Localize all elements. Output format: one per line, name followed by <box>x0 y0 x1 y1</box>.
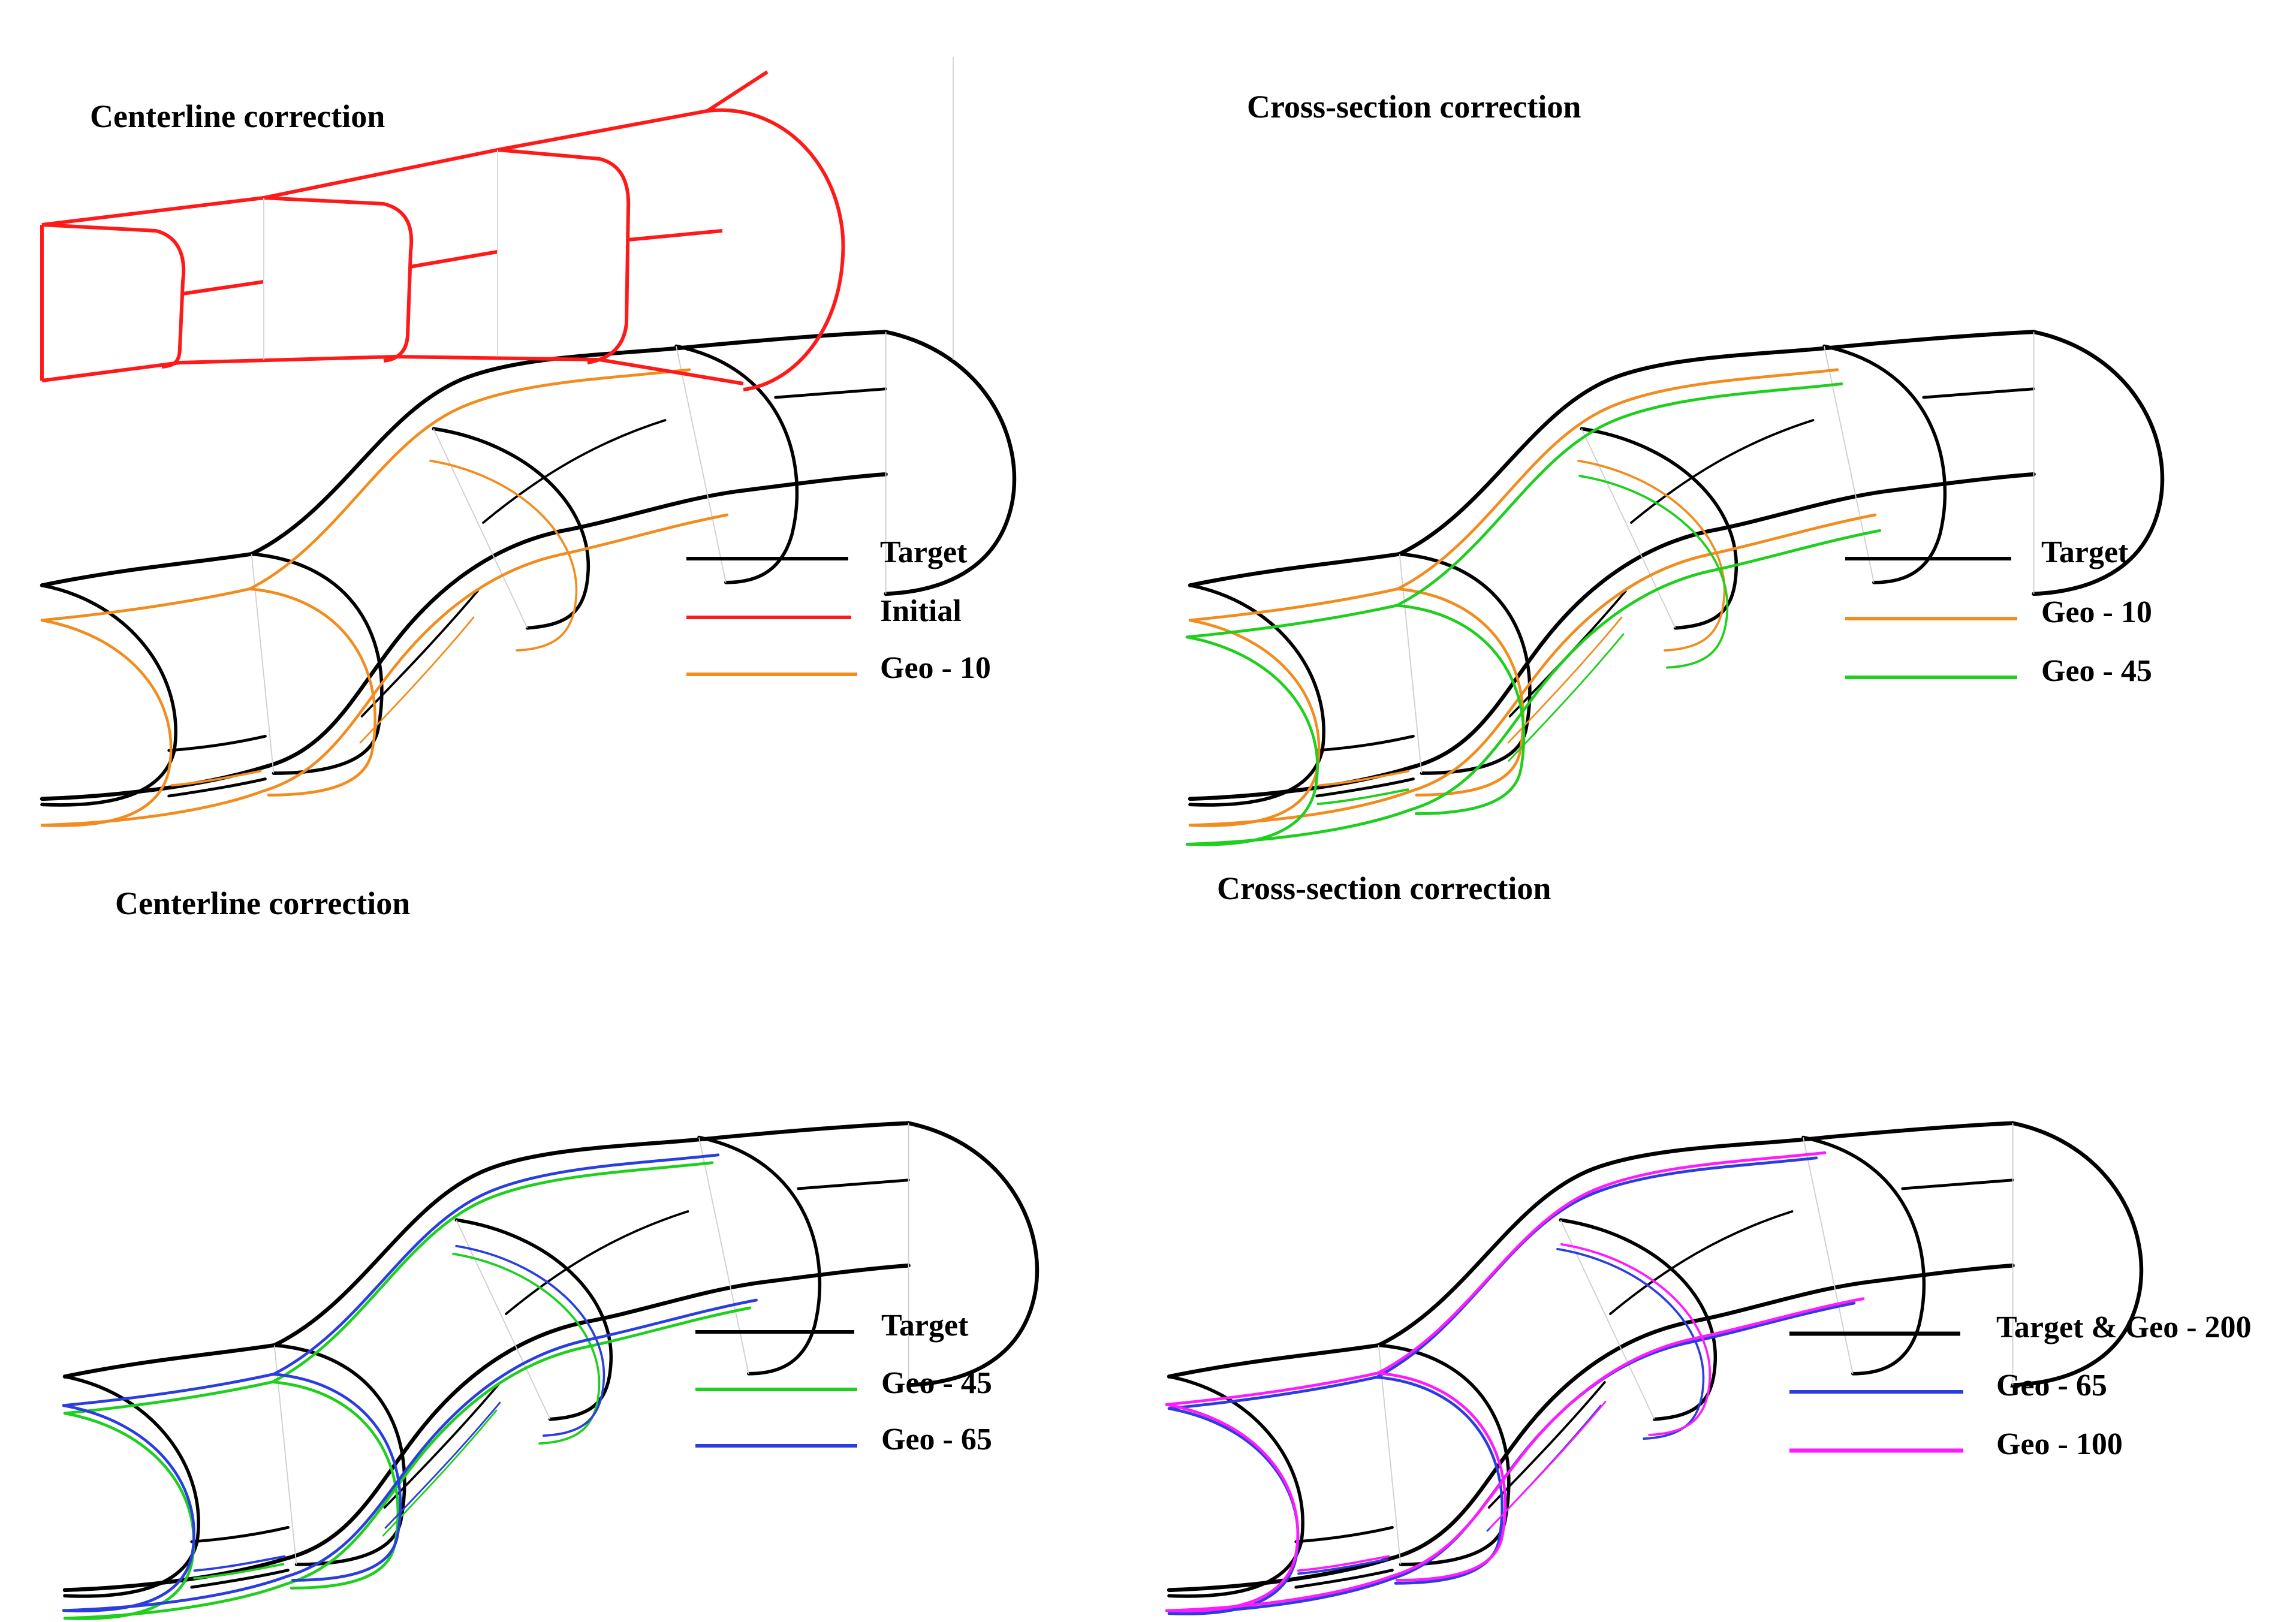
tube-target-wireframe <box>1169 1123 2141 1596</box>
legend: Target Geo - 10 Geo - 45 <box>1845 535 2152 688</box>
legend: Target Initial Geo - 10 <box>686 535 991 685</box>
tube-geo45-wireframe <box>1187 384 1880 845</box>
legend-item: Target & Geo - 200 <box>1789 1310 2252 1344</box>
tube-target-wireframe <box>65 1123 1037 1596</box>
legend-label: Target <box>881 1309 969 1343</box>
legend-label: Geo - 45 <box>881 1366 992 1400</box>
tube-target-wireframe <box>42 332 1014 805</box>
legend-item: Target <box>686 535 968 569</box>
panel-cross-section-correction-top: Cross-section correction Target Geo - 10… <box>1187 89 2162 845</box>
legend-label: Geo - 100 <box>1996 1427 2123 1461</box>
panel-centerline-correction-bottom: Centerline correction Target Geo - 45 Ge… <box>64 885 1037 1618</box>
panel-centerline-correction-top: Centerline correction <box>42 57 1014 825</box>
panel-title: Cross-section correction <box>1217 870 1551 906</box>
legend: Target & Geo - 200 Geo - 65 Geo - 100 <box>1789 1310 2252 1461</box>
legend-label: Geo - 65 <box>1996 1368 2107 1403</box>
panel-title: Centerline correction <box>90 98 385 134</box>
legend-label: Geo - 45 <box>2041 654 2152 688</box>
legend-label: Geo - 10 <box>2041 595 2152 629</box>
legend: Target Geo - 45 Geo - 65 <box>695 1309 992 1457</box>
legend-item: Target <box>695 1309 969 1343</box>
panel-cross-section-correction-bottom: Cross-section correction Target & Geo - … <box>1167 870 2252 1614</box>
section-plane-lines <box>263 57 954 360</box>
legend-item: Geo - 10 <box>686 651 991 685</box>
legend-item: Geo - 65 <box>695 1422 992 1457</box>
legend-label: Geo - 65 <box>881 1422 992 1457</box>
legend-label: Target & Geo - 200 <box>1996 1310 2252 1344</box>
legend-label: Initial <box>880 594 962 628</box>
legend-item: Geo - 10 <box>1845 595 2152 629</box>
legend-item: Target <box>1845 535 2129 569</box>
legend-item: Geo - 45 <box>1845 654 2152 688</box>
panel-title: Centerline correction <box>115 885 410 921</box>
panel-title: Cross-section correction <box>1247 89 1581 125</box>
legend-label: Target <box>2041 535 2129 569</box>
legend-item: Geo - 45 <box>695 1366 992 1400</box>
legend-item: Initial <box>686 594 962 628</box>
legend-label: Geo - 10 <box>880 651 991 685</box>
tube-geo45-wireframe <box>65 1163 750 1619</box>
legend-item: Geo - 65 <box>1789 1368 2107 1403</box>
legend-label: Target <box>880 535 968 569</box>
legend-item: Geo - 100 <box>1789 1427 2123 1461</box>
tube-geo100-wireframe <box>1167 1153 1863 1611</box>
